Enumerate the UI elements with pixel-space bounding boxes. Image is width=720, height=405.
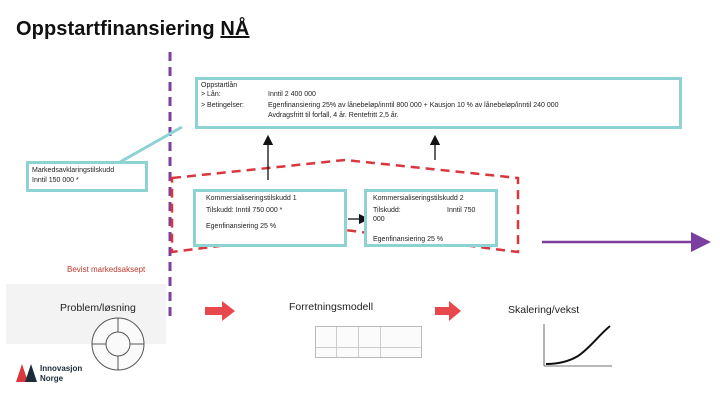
kommersialisering2-egen: Egenfinansiering 25 % xyxy=(373,236,444,243)
title-main: Oppstartfinansiering xyxy=(16,18,215,40)
stage-skalering-label: Skalering/vekst xyxy=(508,304,580,316)
oppstartslan-row1-key: > Lån: xyxy=(201,91,221,98)
stage-forretningsmodell-label: Forretningsmodell xyxy=(289,301,374,313)
hockey-stick-growth-icon xyxy=(543,324,612,367)
kommersialisering1-heading: Kommersialiseringstilskudd 1 xyxy=(206,195,297,202)
bevist-markedsaksept-label: Bevist markedsaksept xyxy=(67,265,146,274)
logo-line2: Norge xyxy=(40,374,64,383)
kommersialisering2-detail-cont: 000 xyxy=(373,216,385,223)
oppstartslan-row2-value2: Avdragsfritt til forfall, 4 år. Rentefri… xyxy=(268,112,399,119)
oppstartslan-row2-value1: Egenfinansiering 25% av lånebeløp/inntil… xyxy=(268,102,559,109)
oppstartslan-heading: Oppstartlån xyxy=(201,82,238,89)
red-dashed-outline xyxy=(170,158,520,254)
markedsavklaring-line2: Inntil 150 000 * xyxy=(32,177,79,184)
oppstartslan-row2-key: > Betingelser: xyxy=(201,102,244,109)
red-block-arrow-1 xyxy=(205,301,235,321)
kommersialisering2-heading: Kommersialiseringstilskudd 2 xyxy=(373,195,464,202)
markedsavklaring-box: Markedsavklaringstilskudd Inntil 150 000… xyxy=(26,161,148,192)
red-block-arrow-2 xyxy=(435,301,461,321)
business-model-canvas-icon xyxy=(315,326,422,358)
innovasjon-norge-logo-icon xyxy=(16,364,37,382)
oppstartslan-row1-value: Inntil 2 400 000 xyxy=(268,91,316,98)
kommersialisering2-detail-value: Inntil 750 xyxy=(447,207,476,214)
stage-problem-label: Problem/løsning xyxy=(60,302,136,314)
teal-connector xyxy=(119,125,183,164)
kommersialisering2-box: Kommersialiseringstilskudd 2 Tilskudd: I… xyxy=(364,189,498,247)
business-cycle-icon xyxy=(91,317,145,371)
title-emphasis: NÅ xyxy=(220,18,250,40)
kommersialisering2-detail-key: Tilskudd: xyxy=(373,207,401,214)
kommersialisering1-detail: Tilskudd: Inntil 750 000 * xyxy=(206,207,283,214)
oppstartslan-box: Oppstartlån > Lån: Inntil 2 400 000 > Be… xyxy=(195,77,682,129)
page-title: Oppstartfinansiering NÅ xyxy=(16,18,249,41)
kommersialisering1-box: Kommersialiseringstilskudd 1 Tilskudd: I… xyxy=(193,189,347,247)
markedsavklaring-line1: Markedsavklaringstilskudd xyxy=(32,167,115,174)
kommersialisering1-egen: Egenfinansiering 25 % xyxy=(206,223,277,230)
logo-line1: Innovasjon xyxy=(40,364,83,373)
